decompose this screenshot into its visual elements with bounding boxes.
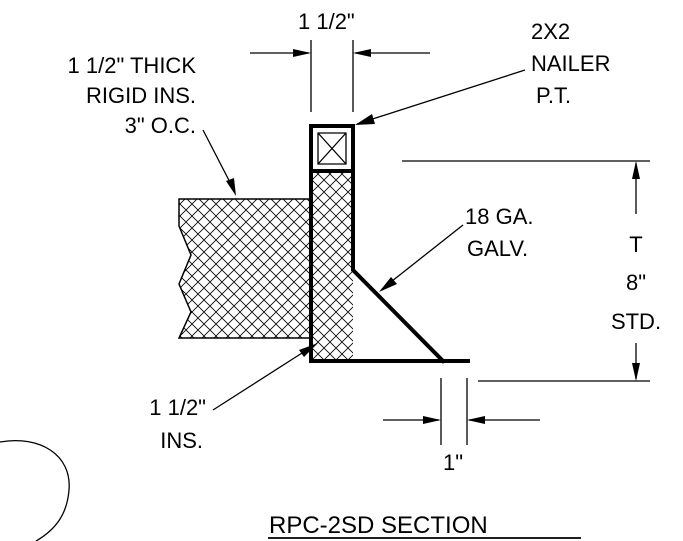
galv-vertical-leg — [351, 169, 446, 364]
rigid-label-line1: 1 1/2" THICK — [68, 53, 197, 78]
ins-leader — [212, 345, 314, 411]
dim-bottom-label: 1" — [443, 450, 463, 475]
section-title: RPC-2SD SECTION — [269, 512, 488, 539]
nailer-cross-lines — [317, 132, 347, 165]
galv-leader — [381, 224, 464, 290]
nailer-leader-arrowhead — [355, 114, 375, 125]
dim-bottom-arrowhead-right — [467, 416, 485, 424]
ins-leader-arrowhead — [299, 343, 318, 357]
dim-height-arrowhead-bottom — [632, 363, 640, 381]
rigid-leader-arrowhead — [226, 178, 236, 196]
dim-bottom-arrowhead-left — [423, 416, 441, 424]
galv-metal-profile — [309, 169, 470, 363]
vertical-insulation-strip — [311, 171, 353, 361]
nailer-leader — [356, 69, 526, 125]
height-label-line3: STD. — [611, 309, 661, 334]
nailer-label-line2: NAILER — [531, 51, 610, 76]
rigid-insulation-board — [177, 198, 312, 339]
ins-label-line1: 1 1/2" — [149, 395, 206, 420]
rigid-label-line2: RIGID INS. — [86, 83, 196, 108]
rigid-label-line3: 3" O.C. — [125, 113, 196, 138]
dim-height-arrowhead-top — [632, 161, 640, 179]
height-label-line2: 8" — [626, 270, 646, 295]
ins-label-line2: INS. — [160, 428, 203, 453]
galv-label-line1: 18 GA. — [465, 204, 533, 229]
galv-label-line2: GALV. — [467, 236, 528, 261]
nailer-label-line3: P.T. — [536, 83, 571, 108]
nailer-label-line1: 2X2 — [531, 19, 570, 44]
galv-leader-arrowhead — [379, 277, 397, 292]
detail-circle-arc — [0, 440, 70, 541]
dim-top-label: 1 1/2" — [298, 9, 355, 34]
height-label-line1: T — [629, 232, 642, 257]
dim-top-arrowhead-right — [353, 49, 371, 57]
dim-top-arrowhead-left — [293, 49, 311, 57]
